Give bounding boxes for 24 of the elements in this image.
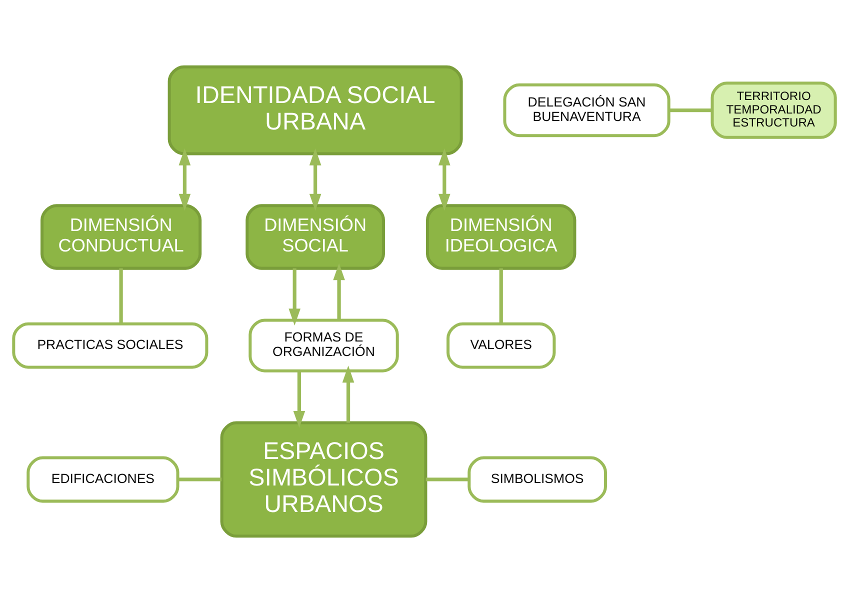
node-box: DIMENSIÓN CONDUCTUAL [40, 204, 202, 270]
arrow [438, 148, 450, 211]
connector [178, 478, 222, 482]
connector [669, 108, 712, 112]
connector [499, 268, 503, 324]
arrow [342, 366, 354, 423]
node-box: IDENTIDADA SOCIAL URBANA [168, 65, 463, 156]
node-box: FORMAS DE ORGANIZACIÓN [248, 318, 399, 372]
arrow [288, 268, 301, 326]
connector [426, 478, 469, 482]
node-box: SIMBOLISMOS [468, 456, 607, 503]
arrow [178, 148, 191, 211]
node-box: ESPACIOS SIMBÓLICOS URBANOS [220, 421, 428, 538]
node-box: VALORES [446, 322, 556, 369]
arrow [309, 148, 322, 211]
node-box: EDIFICACIONES [26, 456, 180, 503]
node-box: TERRITORIO TEMPORALIDAD ESTRUCTURA [710, 82, 837, 139]
node-box: PRACTICAS SOCIALES [12, 322, 208, 369]
node-box: DIMENSIÓN IDEOLOGICA [426, 204, 576, 270]
arrow [333, 263, 345, 320]
arrow [293, 371, 306, 428]
connector [119, 268, 123, 324]
node-box: DELEGACIÓN SAN BUENAVENTURA [503, 83, 670, 138]
node-box: DIMENSIÓN SOCIAL [246, 204, 385, 270]
